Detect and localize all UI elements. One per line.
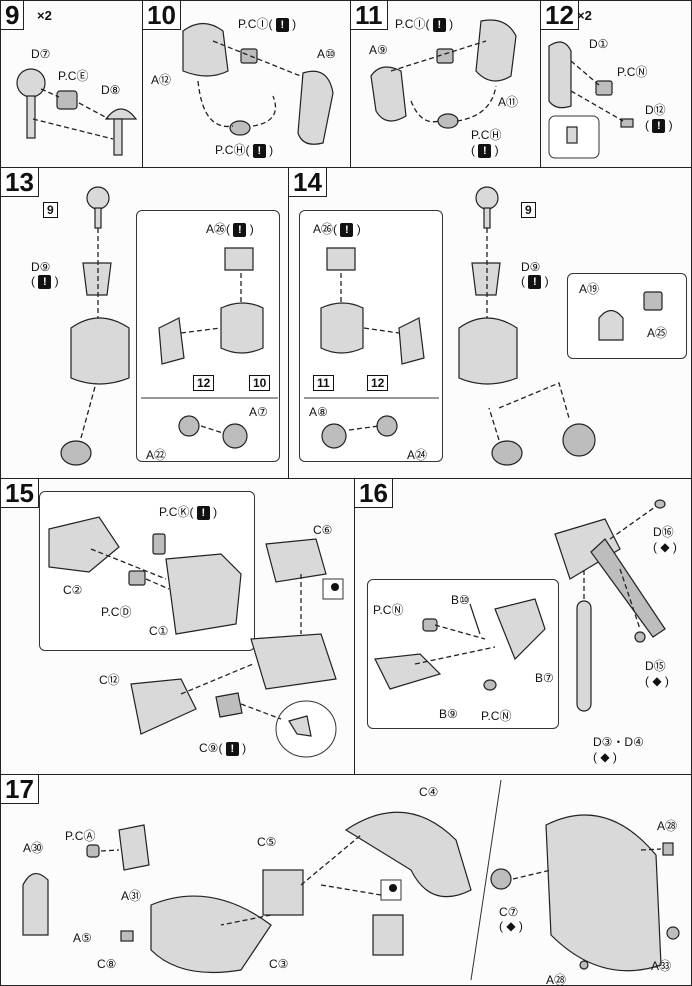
label-d16: D⑯( ◆ ) bbox=[653, 525, 677, 554]
ref-step-9: 9 bbox=[43, 202, 58, 218]
label-c1: C① bbox=[149, 624, 169, 638]
label-pc-a: P.CⒶ bbox=[65, 829, 96, 843]
label-pc-d: P.CⒹ bbox=[101, 605, 132, 619]
step-16-number: 16 bbox=[355, 479, 393, 508]
ref-step-9: 9 bbox=[521, 202, 536, 218]
label-a28-2: A㉘ bbox=[546, 973, 567, 986]
label-a30: A㉚ bbox=[23, 841, 44, 855]
label-a9: A⑨ bbox=[369, 43, 388, 57]
label-c3: C③ bbox=[269, 957, 289, 971]
caution-icon: ! bbox=[233, 222, 247, 237]
label-a28: A㉘ bbox=[657, 819, 678, 833]
label-a26: A㉖( ! ) bbox=[206, 222, 254, 237]
label-a12: A⑫ bbox=[151, 73, 172, 87]
label-c6: C⑥ bbox=[313, 523, 333, 537]
label-d1: D① bbox=[589, 37, 609, 51]
label-b9: B⑨ bbox=[439, 707, 458, 721]
step-11-number: 11 bbox=[351, 1, 388, 30]
label-c5: C⑤ bbox=[257, 835, 277, 849]
label-a8: A⑧ bbox=[309, 405, 328, 419]
ref-step-11: 11 bbox=[313, 375, 334, 391]
label-pc-n: P.CⓃ bbox=[373, 603, 404, 617]
label-d3-d4: D③・D④( ◆ ) bbox=[593, 735, 644, 764]
caution-icon: ! bbox=[652, 118, 666, 133]
caution-icon: ! bbox=[38, 274, 52, 289]
step-15-panel: 15 P.CⓀ( ! ) C⑥ C② P.CⒹ C① C⑫ C⑨( ! ) bbox=[0, 478, 355, 775]
label-pc-i: P.CⒾ( ! ) bbox=[395, 17, 454, 32]
label-pc-e: P.CⒺ bbox=[58, 69, 89, 83]
caution-icon: ! bbox=[196, 505, 210, 520]
step-11-diagram bbox=[370, 19, 517, 129]
step-12-number: 12 bbox=[541, 1, 579, 30]
caution-icon: ! bbox=[225, 741, 239, 756]
caution-icon: ! bbox=[340, 222, 354, 237]
step-16-diagram bbox=[374, 499, 666, 712]
label-d9: D⑨( ! ) bbox=[31, 260, 59, 289]
label-a11: A⑪ bbox=[498, 95, 519, 109]
label-d15: D⑮( ◆ ) bbox=[645, 659, 669, 688]
label-b7: B⑦ bbox=[535, 671, 554, 685]
caution-icon: ! bbox=[528, 274, 542, 289]
label-d9: D⑨( ! ) bbox=[521, 260, 549, 289]
label-pc-i: P.CⒾ( ! ) bbox=[238, 17, 297, 32]
step-11-panel: 11 P.CⒾ( ! ) A⑨ A⑪ P.CⒽ( ! ) bbox=[350, 0, 541, 168]
step-10-diagram bbox=[182, 22, 334, 145]
caution-icon: ! bbox=[432, 17, 446, 32]
label-d12: D⑫( ! ) bbox=[645, 103, 673, 133]
step-14-hand-inset bbox=[567, 273, 687, 359]
step-12-diagram bbox=[548, 41, 634, 159]
label-pc-h: P.CⒽ( ! ) bbox=[215, 143, 274, 158]
step-13-number: 13 bbox=[1, 168, 39, 197]
step-17-panel: 17 C④ P.CⒶ A㉚ C⑤ A㉛ A⑤ C⑧ C③ A㉘ C⑦( ◆ ) … bbox=[0, 774, 692, 986]
step-12-multiplier: ×2 bbox=[577, 8, 592, 23]
label-a25: A㉕ bbox=[647, 326, 668, 340]
ref-step-12: 12 bbox=[367, 375, 389, 391]
label-pc-n: P.CⓃ bbox=[617, 65, 648, 79]
label-a19: A⑲ bbox=[579, 282, 600, 296]
label-a33: A㉝ bbox=[651, 959, 672, 973]
label-a7: A⑦ bbox=[249, 405, 268, 419]
label-c8: C⑧ bbox=[97, 957, 117, 971]
step-13-panel: 13 9 D⑨( ! ) A㉖( ! ) 12 10 A⑦ A㉒ bbox=[0, 167, 289, 479]
step-17-diagram bbox=[22, 779, 680, 981]
label-c2: C② bbox=[63, 583, 83, 597]
step-15-diagram bbox=[48, 516, 344, 758]
label-b10: B⑩ bbox=[451, 593, 470, 607]
label-pc-k: P.CⓀ( ! ) bbox=[159, 505, 218, 520]
label-a5: A⑤ bbox=[73, 931, 92, 945]
ref-step-12: 12 bbox=[193, 375, 215, 391]
step-16-panel: 16 D⑯( ◆ ) P.CⓃ B⑩ B⑦ B⑨ P.CⓃ D⑮( ◆ ) D③… bbox=[354, 478, 692, 775]
label-c4: C④ bbox=[419, 785, 439, 799]
step-14-number: 14 bbox=[289, 168, 327, 197]
step-10-panel: 10 P.CⒾ( ! ) A⑫ A⑩ P.CⒽ( ! ) bbox=[142, 0, 351, 168]
label-a24: A㉔ bbox=[407, 448, 428, 462]
label-a26: A㉖( ! ) bbox=[313, 222, 361, 237]
label-pc-h: P.CⒽ( ! ) bbox=[471, 128, 502, 158]
label-a31: A㉛ bbox=[121, 889, 142, 903]
caution-icon: ! bbox=[275, 17, 289, 32]
step-13-diagram bbox=[60, 186, 278, 466]
caution-icon: ! bbox=[252, 143, 266, 158]
step-10-number: 10 bbox=[143, 1, 181, 30]
step-9-diagram bbox=[16, 68, 138, 156]
step-9-multiplier: ×2 bbox=[37, 8, 52, 23]
label-a10: A⑩ bbox=[317, 47, 336, 61]
label-c9: C⑨( ! ) bbox=[199, 741, 247, 756]
step-14-diagram bbox=[304, 186, 663, 466]
ref-step-10: 10 bbox=[249, 375, 271, 391]
label-d8: D⑧ bbox=[101, 83, 121, 97]
label-d7: D⑦ bbox=[31, 47, 51, 61]
step-12-panel: 12 ×2 D① P.CⓃ D⑫( ! ) bbox=[540, 0, 692, 168]
label-a22: A㉒ bbox=[146, 448, 167, 462]
step-14-panel: 14 A㉖( ! ) 9 D⑨( ! ) A⑲ A㉕ 11 12 A⑧ A㉔ bbox=[288, 167, 692, 479]
step-9-panel: 9 ×2 D⑦ P.CⒺ D⑧ bbox=[0, 0, 143, 168]
label-c7: C⑦( ◆ ) bbox=[499, 905, 523, 933]
label-c12: C⑫ bbox=[99, 673, 120, 687]
step-17-number: 17 bbox=[1, 775, 39, 804]
label-pc-n-2: P.CⓃ bbox=[481, 709, 512, 723]
step-15-number: 15 bbox=[1, 479, 39, 508]
caution-icon: ! bbox=[478, 143, 492, 158]
step-9-number: 9 bbox=[1, 1, 25, 30]
